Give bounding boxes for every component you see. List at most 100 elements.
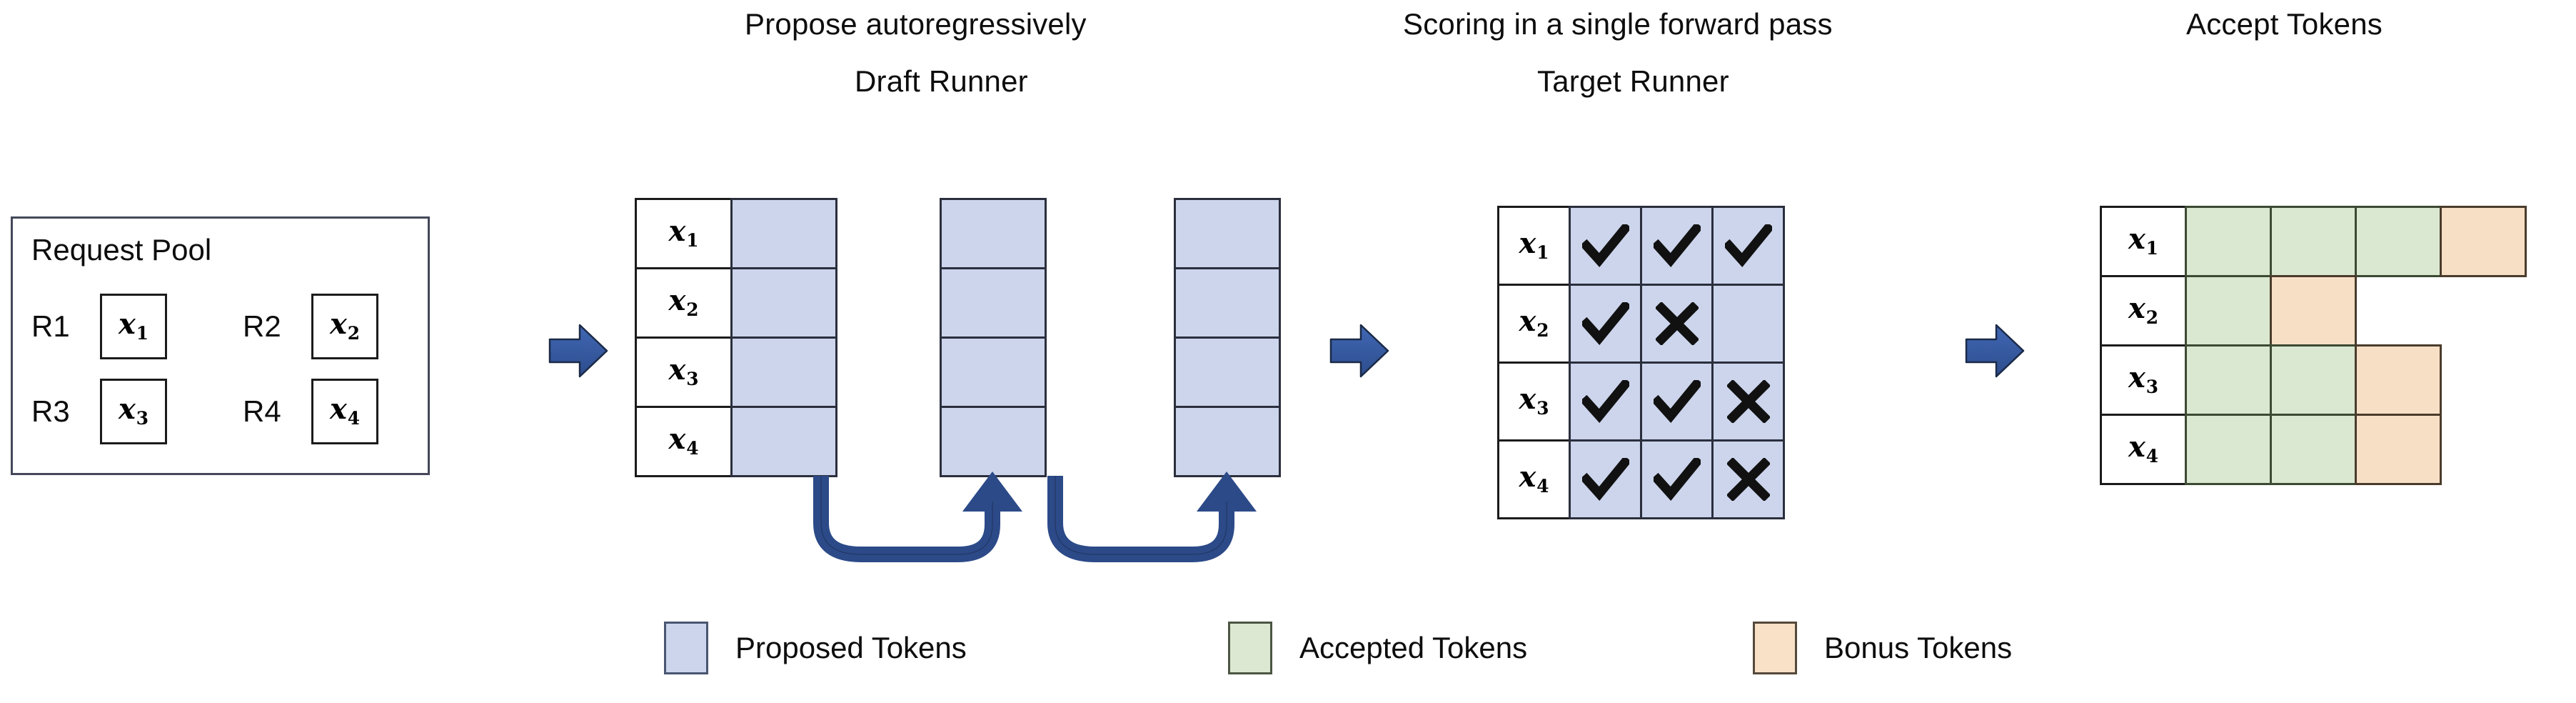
request-token-cell-r4: x4 xyxy=(311,379,378,444)
legend-label-bonus: Bonus Tokens xyxy=(1824,631,2013,664)
accept-cell-accepted xyxy=(2185,344,2272,416)
target-mark-cell xyxy=(1569,439,1642,519)
accept-cell-accepted xyxy=(2185,206,2272,277)
request-label-r2: R2 xyxy=(243,309,281,343)
draft-row: x4 xyxy=(635,406,837,477)
draft-runner-grid: x1 x2 x3 x4 xyxy=(635,198,837,477)
accept-cell-accepted xyxy=(2270,414,2357,485)
target-mark-cell xyxy=(1640,439,1714,519)
draft-row-label-1: x1 xyxy=(635,198,733,269)
draft-row: x1 xyxy=(635,198,837,269)
target-row: x3 xyxy=(1497,362,1785,442)
draft-step-3-column xyxy=(1174,198,1281,477)
target-row-label-1: x1 xyxy=(1497,206,1571,286)
stage-title-target-runner: Target Runner xyxy=(1537,64,1729,98)
accept-cell-bonus xyxy=(2355,414,2442,485)
target-mark-cell-empty xyxy=(1711,284,1785,364)
draft-cell-r4-s3 xyxy=(1174,406,1281,477)
legend-swatch-proposed-icon xyxy=(664,622,708,674)
request-token-cell-r2: x2 xyxy=(311,294,378,359)
draft-cell-r4-s1 xyxy=(730,406,837,477)
target-row-label-4: x4 xyxy=(1497,439,1571,519)
request-row-r1: R1 x1 xyxy=(31,294,167,359)
flow-arrow-2 xyxy=(1329,321,1389,381)
request-pool-title: Request Pool xyxy=(31,233,212,266)
target-row: x2 xyxy=(1497,284,1785,364)
accept-row: x4 xyxy=(2100,414,2527,485)
accept-row: x3 xyxy=(2100,344,2527,416)
accept-cell-accepted xyxy=(2185,275,2272,346)
draft-cell-r4-s2 xyxy=(940,406,1047,477)
target-row: x4 xyxy=(1497,439,1785,519)
token-glyph: x2 xyxy=(329,307,361,344)
cross-icon xyxy=(1726,380,1770,423)
draft-row: x2 xyxy=(635,267,837,339)
draft-cell-r2-s1 xyxy=(730,267,837,339)
request-token-cell-r1: x1 xyxy=(100,294,167,359)
check-icon xyxy=(1581,380,1629,423)
check-icon xyxy=(1581,224,1629,267)
accept-cell-bonus xyxy=(2355,344,2442,416)
legend-item-proposed: Proposed Tokens xyxy=(664,622,967,674)
accept-row-label-3: x3 xyxy=(2100,344,2187,416)
check-icon xyxy=(1581,302,1629,345)
draft-cell-r2-s2 xyxy=(940,267,1047,339)
accept-cell-empty xyxy=(2355,275,2442,346)
token-glyph: x3 xyxy=(118,392,149,429)
target-mark-cell xyxy=(1640,206,1714,286)
autoregressive-loop-arrow-1 xyxy=(800,472,1028,575)
accept-row: x2 xyxy=(2100,275,2527,346)
cross-icon xyxy=(1655,302,1699,345)
accept-cell-accepted xyxy=(2270,206,2357,277)
target-mark-cell xyxy=(1569,206,1642,286)
draft-row: x3 xyxy=(635,336,837,408)
token-glyph: x4 xyxy=(329,392,361,429)
stage-title-propose: Propose autoregressively xyxy=(745,7,1087,41)
target-mark-cell xyxy=(1640,362,1714,442)
request-pool-box: Request Pool R1 x1 R2 x2 R3 x3 R4 x4 xyxy=(11,216,430,475)
accept-cell-accepted xyxy=(2355,206,2442,277)
target-mark-cell xyxy=(1569,362,1642,442)
draft-cell-r3-s1 xyxy=(730,336,837,408)
autoregressive-loop-arrow-2 xyxy=(1034,472,1262,575)
accept-cell-empty xyxy=(2440,275,2527,346)
request-label-r4: R4 xyxy=(243,394,281,428)
accept-row-label-1: x1 xyxy=(2100,206,2187,277)
draft-cell-r3-s2 xyxy=(940,336,1047,408)
target-mark-cell xyxy=(1640,284,1714,364)
draft-cell-r1-s3 xyxy=(1174,198,1281,269)
target-runner-grid: x1 x2 x3 xyxy=(1497,206,1785,519)
draft-cell-r2-s3 xyxy=(1174,267,1281,339)
request-token-cell-r3: x3 xyxy=(100,379,167,444)
accept-row-label-4: x4 xyxy=(2100,414,2187,485)
target-row-label-2: x2 xyxy=(1497,284,1571,364)
target-mark-cell xyxy=(1711,362,1785,442)
legend-swatch-bonus-icon xyxy=(1753,622,1797,674)
draft-row-label-3: x3 xyxy=(635,336,733,408)
accept-cell-bonus xyxy=(2440,206,2527,277)
token-glyph: x1 xyxy=(118,307,149,344)
accept-tokens-grid: x1 x2 x3 x4 xyxy=(2100,206,2527,485)
legend-item-accepted: Accepted Tokens xyxy=(1228,622,1527,674)
request-label-r1: R1 xyxy=(31,309,70,343)
check-icon xyxy=(1653,380,1701,423)
legend-label-accepted: Accepted Tokens xyxy=(1299,631,1528,664)
legend-label-proposed: Proposed Tokens xyxy=(735,631,967,664)
check-icon xyxy=(1653,458,1701,501)
target-mark-cell xyxy=(1569,284,1642,364)
flow-arrow-1 xyxy=(548,321,608,381)
request-row-r2: R2 x2 xyxy=(243,294,378,359)
accept-row: x1 xyxy=(2100,206,2527,277)
check-icon xyxy=(1724,224,1772,267)
target-mark-cell xyxy=(1711,206,1785,286)
target-row-label-3: x3 xyxy=(1497,362,1571,442)
cross-icon xyxy=(1726,458,1770,501)
draft-row-label-2: x2 xyxy=(635,267,733,339)
stage-title-accept-tokens: Accept Tokens xyxy=(2186,7,2383,41)
accept-cell-empty xyxy=(2440,414,2527,485)
accept-cell-accepted xyxy=(2185,414,2272,485)
legend-item-bonus: Bonus Tokens xyxy=(1753,622,2012,674)
flow-arrow-3 xyxy=(1965,321,2025,381)
target-mark-cell xyxy=(1711,439,1785,519)
